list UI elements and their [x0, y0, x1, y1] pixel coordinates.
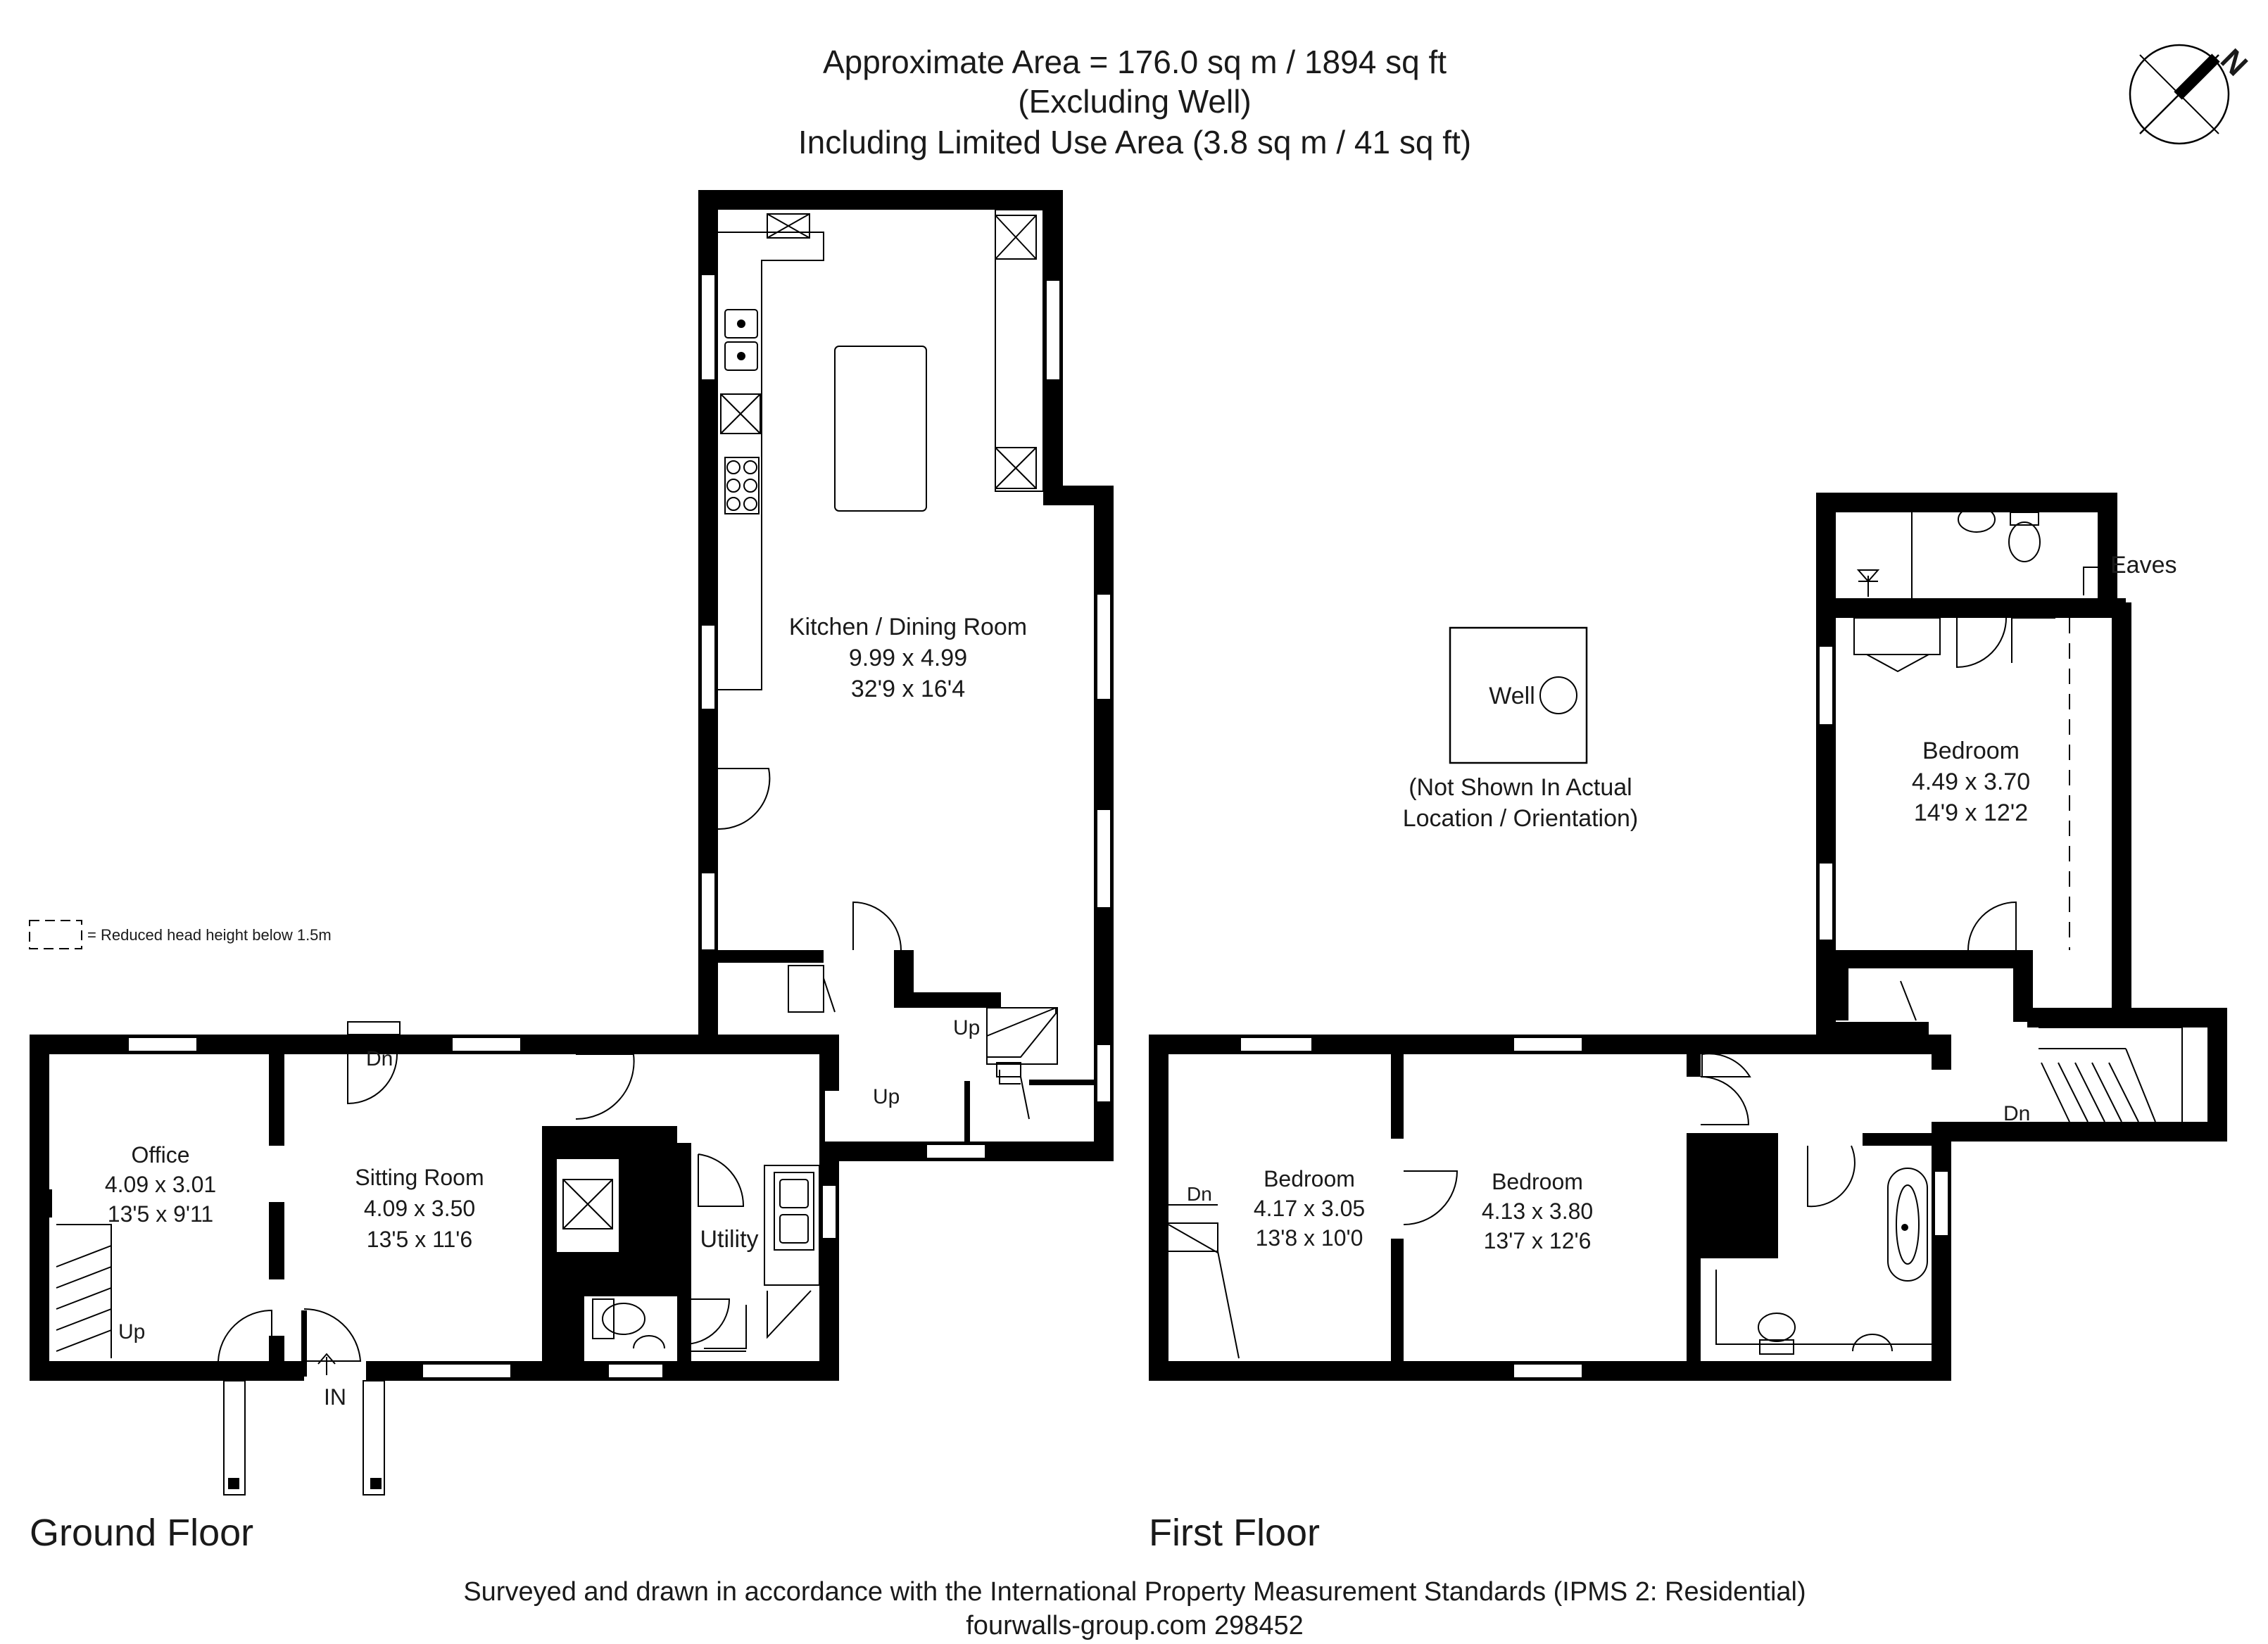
well-icon — [1539, 676, 1577, 714]
bedroom3-imperial: 14'9 x 12'2 — [1914, 799, 2028, 826]
hall-stairs-up-label: Up — [873, 1085, 900, 1108]
well-note-line2: Location / Orientation) — [1403, 805, 1639, 832]
sitting-room-imperial: 13'5 x 11'6 — [367, 1227, 472, 1252]
well-label: Well — [1489, 683, 1535, 709]
survey-statement: Surveyed and drawn in accordance with th… — [463, 1577, 1806, 1607]
bedroom1-stairs-dn-label: Dn — [1187, 1183, 1212, 1205]
kitchen-name: Kitchen / Dining Room — [789, 614, 1027, 640]
office-metric: 4.09 x 3.01 — [105, 1172, 216, 1197]
eaves-label: Eaves — [2110, 552, 2177, 578]
sitting-room-name: Sitting Room — [355, 1165, 484, 1190]
rear-stairs-up-label: Up — [953, 1016, 980, 1039]
first-floor-title: First Floor — [1149, 1512, 1320, 1554]
entrance-label: IN — [324, 1384, 346, 1410]
bedroom2-imperial: 13'7 x 12'6 — [1484, 1228, 1592, 1253]
sitting-stairs-dn-label: Dn — [366, 1047, 393, 1070]
limited-use-note: Including Limited Use Area (3.8 sq m / 4… — [798, 124, 1471, 160]
sitting-room-metric: 4.09 x 3.50 — [364, 1196, 475, 1221]
legend: = Reduced head height below 1.5m — [29, 920, 332, 949]
bedroom2-metric: 4.13 x 3.80 — [1482, 1199, 1593, 1224]
ground-floor-title: Ground Floor — [30, 1512, 253, 1554]
bedroom1-name: Bedroom — [1264, 1166, 1355, 1191]
footer: Surveyed and drawn in accordance with th… — [463, 1577, 1806, 1640]
kitchen-imperial: 32'9 x 16'4 — [851, 676, 965, 702]
area-note: (Excluding Well) — [1018, 83, 1251, 120]
area-summary: Approximate Area = 176.0 sq m / 1894 sq … — [823, 44, 1447, 80]
compass-north-label: N — [2214, 42, 2254, 82]
kitchen-metric: 9.99 x 4.99 — [849, 645, 967, 671]
bedroom1-imperial: 13'8 x 10'0 — [1256, 1225, 1363, 1251]
well-plan: Well (Not Shown In Actual Location / Ori… — [1403, 626, 1639, 832]
utility-name: Utility — [700, 1226, 758, 1253]
ground-floor-plan: Up Up Up Office 4.09 x 3.01 13'5 x 9'11 … — [30, 190, 1114, 1554]
office-name: Office — [132, 1142, 190, 1168]
reduced-height-swatch — [29, 920, 82, 949]
well-box — [1449, 626, 1588, 764]
bedroom1-metric: 4.17 x 3.05 — [1254, 1196, 1365, 1221]
bedroom3-metric: 4.49 x 3.70 — [1912, 769, 2030, 795]
office-stairs-up-label: Up — [118, 1320, 145, 1343]
compass-icon: N — [2129, 42, 2254, 145]
bedroom3-name: Bedroom — [1922, 738, 2020, 764]
well-note-line1: (Not Shown In Actual — [1409, 774, 1632, 801]
office-imperial: 13'5 x 9'11 — [108, 1201, 213, 1227]
landing-stairs-dn-label: Dn — [2003, 1102, 2030, 1125]
reference-number: fourwalls-group.com 298452 — [966, 1611, 1304, 1640]
legend-text: = Reduced head height below 1.5m — [87, 926, 332, 944]
first-floor-plan: Dn Bedroom 4.17 x 3.05 13'8 x 10'0 Bedro… — [1149, 493, 2227, 1554]
bedroom2-name: Bedroom — [1492, 1169, 1583, 1194]
header: Approximate Area = 176.0 sq m / 1894 sq … — [798, 44, 1471, 160]
